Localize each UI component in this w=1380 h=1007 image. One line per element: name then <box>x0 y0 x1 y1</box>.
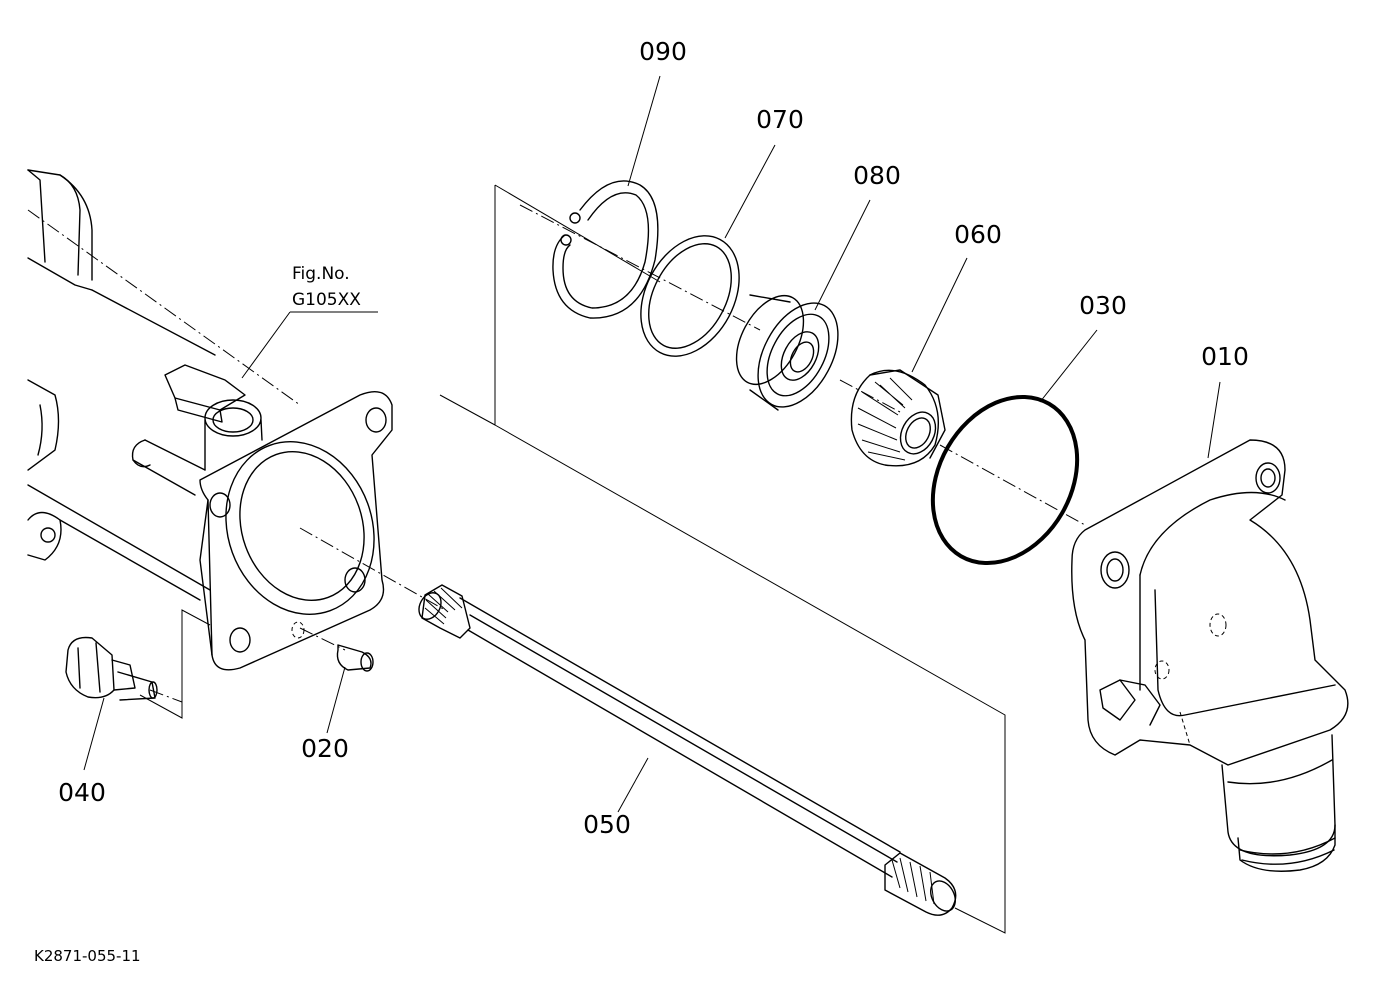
gear-case-housing <box>27 169 393 671</box>
callout-050: 050 <box>583 810 631 839</box>
retaining-ring-part <box>640 235 740 357</box>
callout-040: 040 <box>58 778 106 807</box>
o-ring-part <box>930 394 1080 566</box>
assembly-bracket-frame <box>494 185 1006 934</box>
callout-090: 090 <box>639 37 687 66</box>
leader-lines <box>83 75 1221 813</box>
drive-shaft-part <box>418 584 957 916</box>
snap-ring-part <box>552 180 659 319</box>
callout-060: 060 <box>954 220 1002 249</box>
figure-reference-label: Fig.No. <box>292 264 350 284</box>
callout-080: 080 <box>853 161 901 190</box>
bevel-gear-part <box>850 369 946 467</box>
assembly-axis-line <box>299 527 446 611</box>
ball-bearing-part <box>735 294 839 411</box>
dowel-pin-part <box>299 627 374 672</box>
callout-010: 010 <box>1201 342 1249 371</box>
callout-070: 070 <box>756 105 804 134</box>
plug-part <box>65 636 183 703</box>
elbow-housing-part <box>1071 439 1349 872</box>
figure-reference-number: G105XX <box>292 290 361 310</box>
drawing-id: K2871-055-11 <box>34 947 141 965</box>
callout-030: 030 <box>1079 291 1127 320</box>
callout-020: 020 <box>301 734 349 763</box>
